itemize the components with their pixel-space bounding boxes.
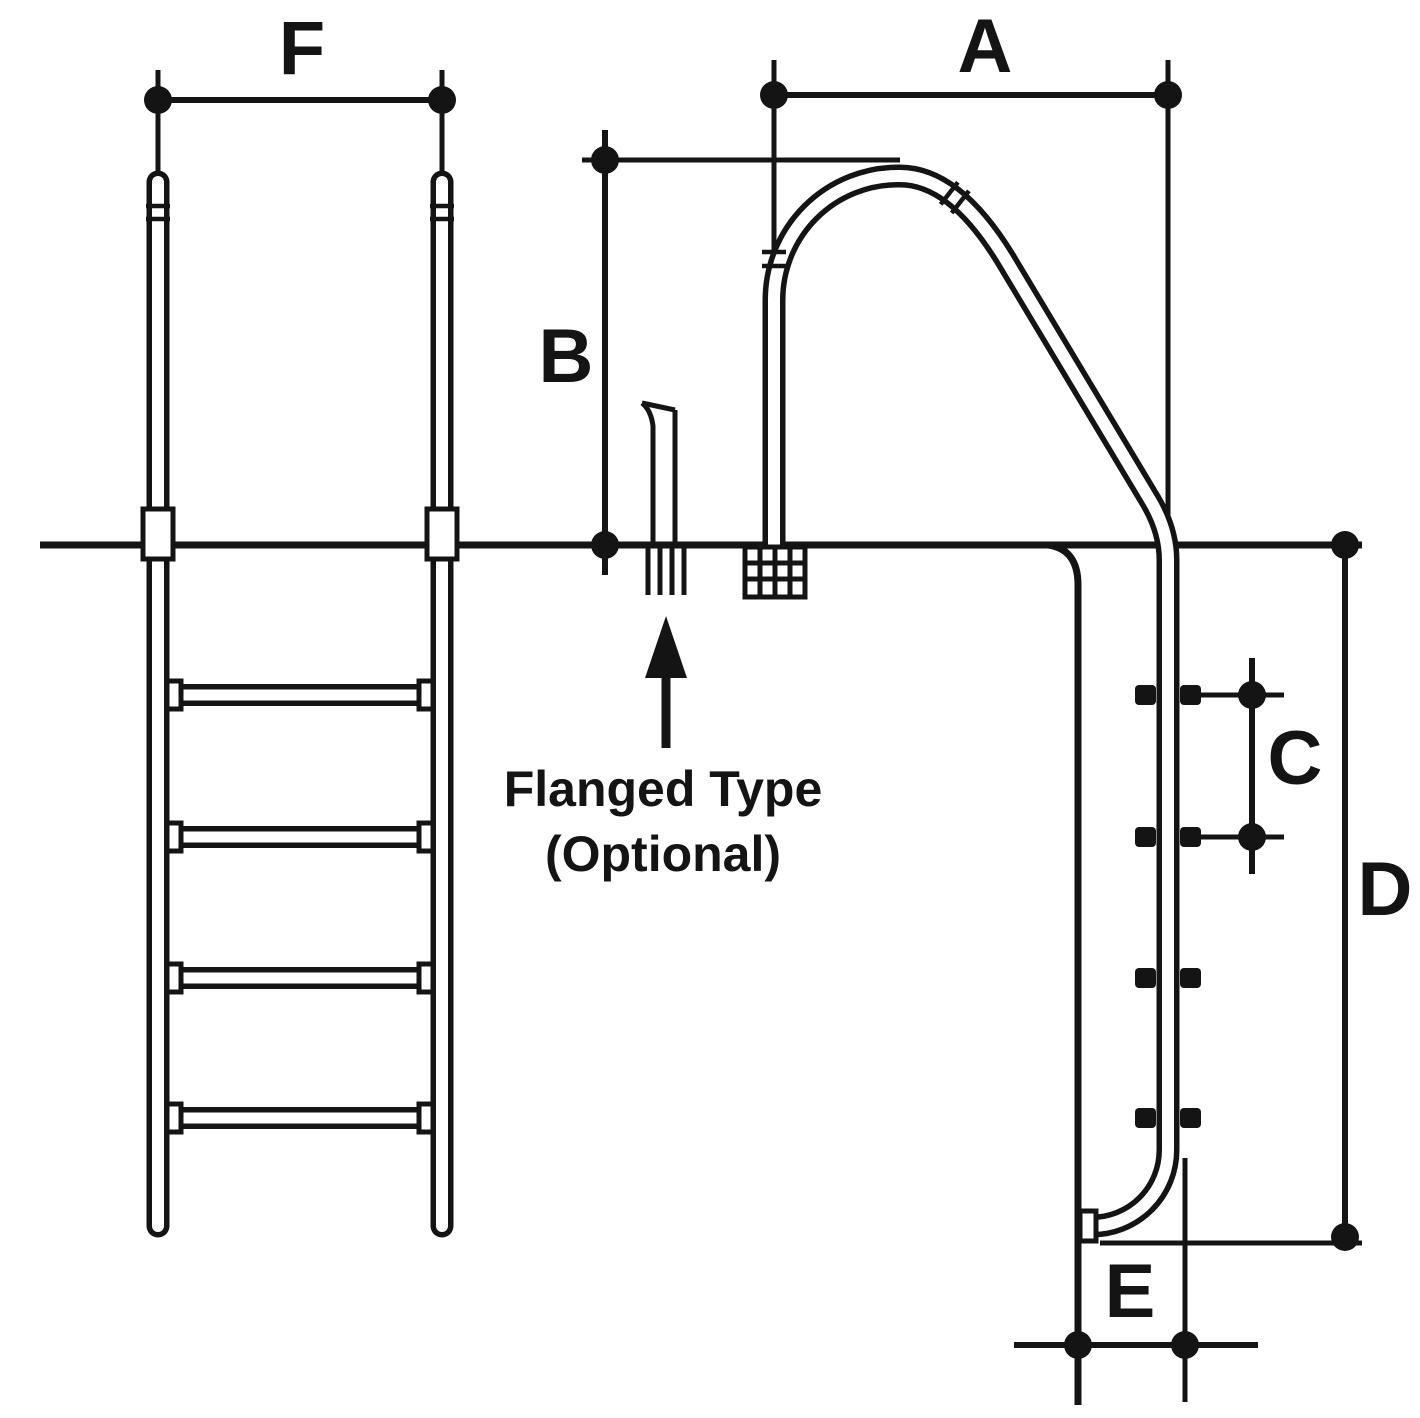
dim-dot (760, 81, 788, 109)
dim-dot (1171, 1331, 1199, 1359)
front-view-ladder (140, 170, 460, 1238)
rung-stub (1135, 827, 1156, 847)
annotation-line-1: Flanged Type (504, 761, 823, 817)
deck-anchor-socket (742, 544, 808, 600)
dim-dot (428, 86, 456, 114)
stringer-rung-stubs (1135, 685, 1201, 1128)
flange-tube-left (640, 401, 656, 545)
rung-stub (1135, 968, 1156, 988)
side-view-ladder (742, 164, 1201, 1244)
rung-stub (1180, 968, 1201, 988)
handrail-joint-tick (949, 189, 971, 215)
label-a: A (958, 4, 1013, 89)
dimension-labels: F A B C D E (279, 4, 1413, 1334)
dimension-dots (144, 81, 1359, 1359)
left-rail (140, 170, 176, 1238)
dim-dot (1154, 81, 1182, 109)
deck-collar (140, 506, 176, 562)
label-e: E (1105, 1249, 1156, 1334)
pool-wall-line (1047, 541, 1082, 1405)
dim-dot (144, 86, 172, 114)
annotation-text: Flanged Type (Optional) (504, 761, 823, 882)
rung-stub (1135, 685, 1156, 705)
dim-dot (1238, 681, 1266, 709)
flange-tube-top (641, 400, 676, 413)
rung-stub (1180, 1108, 1201, 1128)
pool-section (40, 541, 1362, 1405)
rung-stub (1135, 1108, 1156, 1128)
rung-2 (164, 820, 436, 854)
label-b: B (539, 314, 594, 399)
dim-dot (1238, 823, 1266, 851)
dim-dot (1331, 531, 1359, 559)
right-rail (424, 170, 460, 1238)
rung-stub (1180, 685, 1201, 705)
tube-end-cap (1077, 1208, 1099, 1244)
deck-collar (424, 506, 460, 562)
extension-lines (155, 60, 1362, 1402)
handrail-joint-band (938, 180, 971, 215)
dim-dot (1064, 1331, 1092, 1359)
label-c: C (1268, 716, 1323, 801)
handrail-tube-outer (762, 164, 1180, 1238)
rung-stub (1180, 827, 1201, 847)
annotation-line-2: (Optional) (545, 826, 781, 882)
handrail-joint-tick (938, 180, 960, 206)
rung-3 (164, 961, 436, 995)
arrow-head (645, 616, 687, 678)
rung-4 (164, 1101, 436, 1135)
flange-pointer-arrow (645, 616, 687, 748)
handrail-tube-inner (768, 170, 1174, 1232)
dim-dot (591, 531, 619, 559)
rung-1 (164, 678, 436, 712)
flanged-type-detail (640, 400, 687, 748)
dim-dot (1331, 1223, 1359, 1251)
dim-dot (591, 146, 619, 174)
label-d: D (1358, 847, 1413, 932)
label-f: F (279, 6, 325, 91)
